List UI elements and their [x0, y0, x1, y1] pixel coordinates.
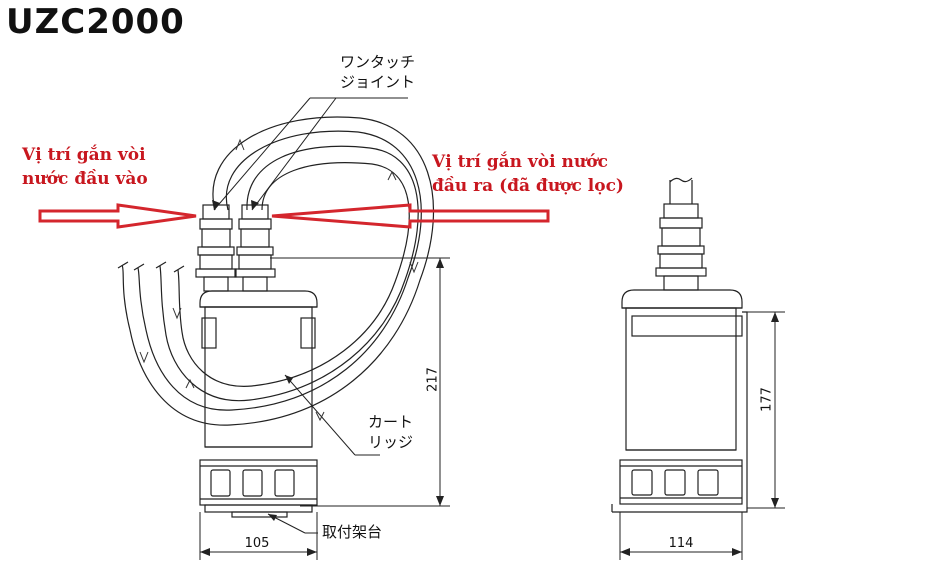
inlet-label-line-2: nước đầu vào — [22, 169, 148, 189]
joint-label: ワンタッチ ジョイント — [340, 52, 415, 92]
front-width-dimension: 105 — [244, 536, 270, 551]
outlet-label-line-2: đầu ra (đã được lọc) — [432, 176, 624, 196]
mount-label: 取付架台 — [322, 523, 383, 541]
hose-loops — [117, 116, 435, 426]
joint-label-line-1: ワンタッチ — [340, 53, 416, 71]
outlet-label: Vị trí gắn vòi nước đầu ra (đã được lọc) — [432, 150, 624, 198]
side-pump-body — [611, 177, 748, 513]
joint-label-line-2: ジョイント — [340, 73, 416, 91]
front-height-dimension: 217 — [425, 367, 441, 392]
inlet-label-line-1: Vị trí gắn vòi — [22, 145, 146, 165]
inlet-label: Vị trí gắn vòi nước đầu vào — [22, 143, 148, 191]
inlet-arrow-icon — [38, 203, 197, 229]
side-height-dimension: 177 — [759, 387, 775, 412]
cartridge-label-line-2: リッジ — [368, 433, 414, 451]
red-annotation-arrows — [38, 203, 550, 229]
page-title: UZC2000 — [6, 2, 185, 42]
cartridge-label-line-1: カート — [368, 413, 414, 431]
outlet-label-line-1: Vị trí gắn vòi nước — [432, 152, 608, 172]
cartridge-label: カート リッジ — [368, 412, 413, 452]
front-pump-body — [195, 204, 318, 518]
outlet-arrow-icon — [271, 203, 550, 229]
side-width-dimension: 114 — [668, 536, 694, 551]
